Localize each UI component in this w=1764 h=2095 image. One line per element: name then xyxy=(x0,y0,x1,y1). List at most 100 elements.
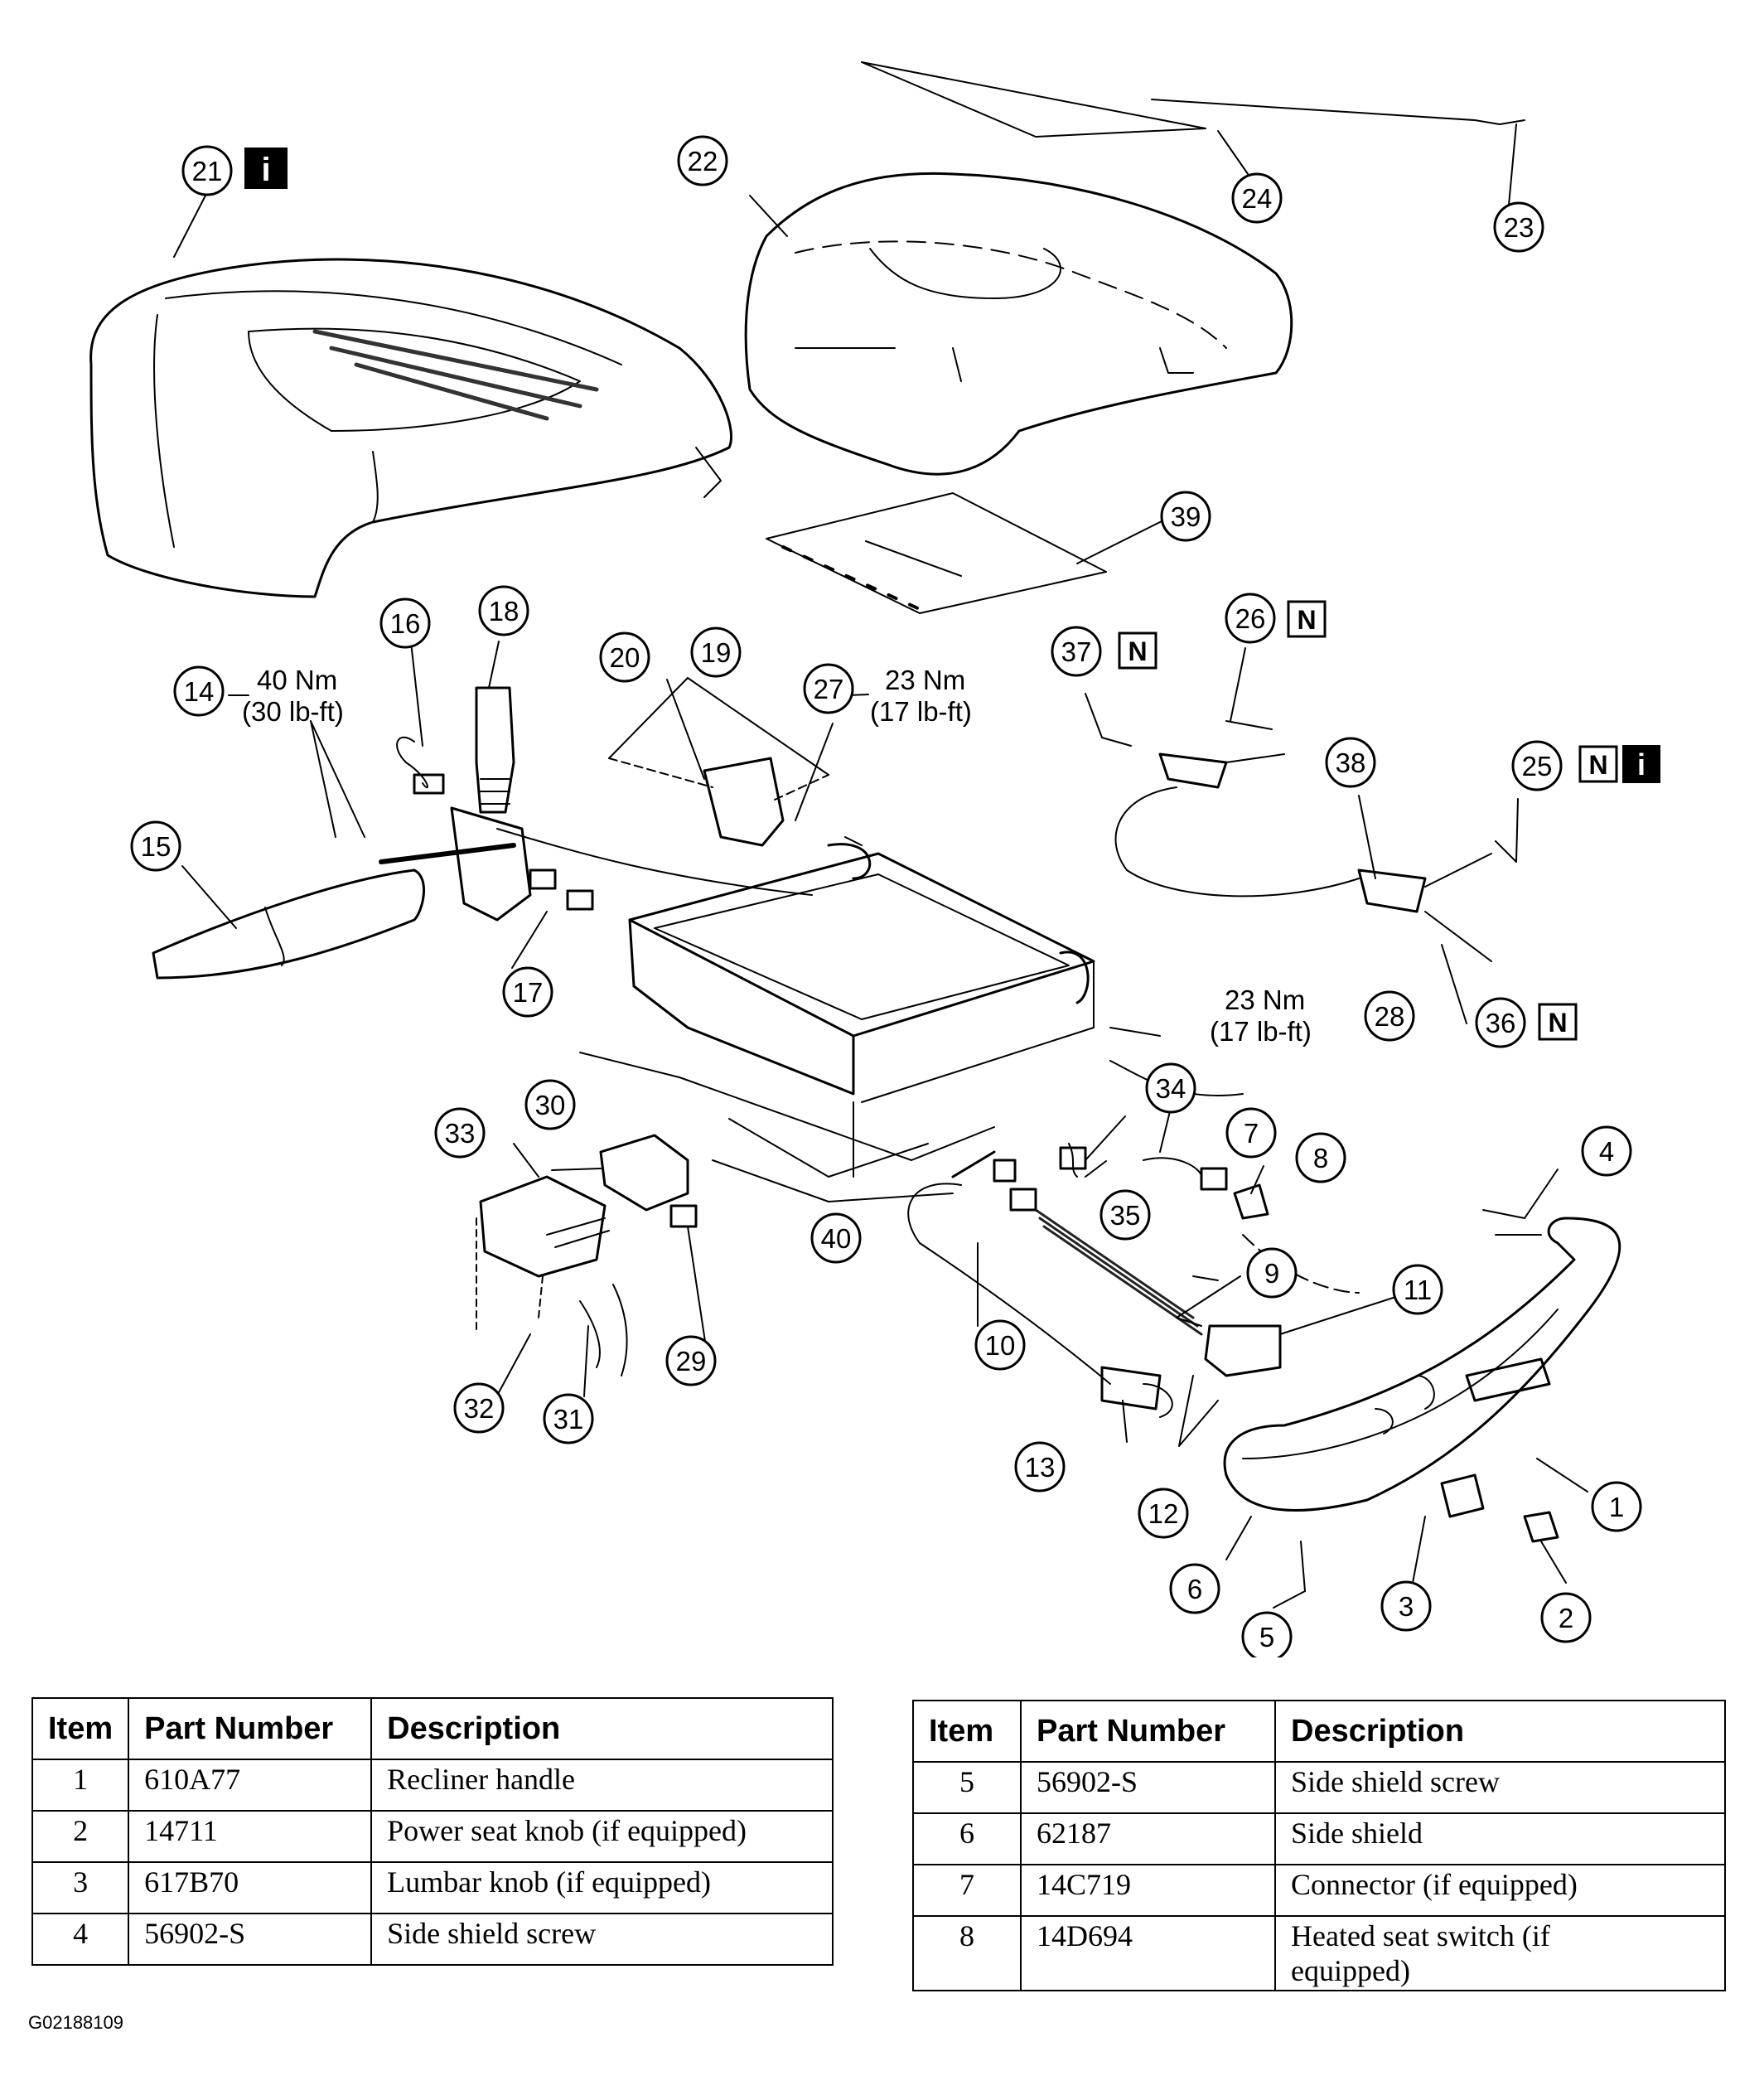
callout-circle-29 xyxy=(665,1335,717,1386)
cell-description: Side shield screw xyxy=(1274,1761,1726,1814)
callout-circle-22 xyxy=(677,135,728,186)
callout-circle-17 xyxy=(502,966,553,1018)
callout-label-20: 20 xyxy=(610,642,640,673)
callout-label-5: 5 xyxy=(1259,1622,1274,1652)
callout-label-23: 23 xyxy=(1504,212,1534,243)
table-row: 3 617B70 Lumbar knob (if equipped) xyxy=(31,1861,834,1914)
callout-circle-4 xyxy=(1581,1125,1632,1177)
torque-28-lbft: (17 lb-ft) xyxy=(1210,1016,1312,1047)
callout-circle-38 xyxy=(1325,737,1376,788)
callout-label-2: 2 xyxy=(1559,1603,1573,1633)
callout-label-39: 39 xyxy=(1171,501,1201,532)
info-badge-25 xyxy=(1622,745,1660,783)
cell-part-number: 56902-S xyxy=(128,1913,373,1966)
seat-cushion-pad xyxy=(744,172,1293,476)
callout-circle-21 xyxy=(181,145,233,196)
cell-item: 7 xyxy=(912,1864,1022,1917)
callout-circle-40 xyxy=(810,1212,862,1264)
callout-label-18: 18 xyxy=(489,596,520,627)
callout-circle-27 xyxy=(803,663,854,714)
callout-circle-34 xyxy=(1145,1062,1196,1114)
latch-cable-assembly xyxy=(1101,720,1517,962)
callout-circle-24 xyxy=(1231,172,1283,224)
seat-cushion-cover xyxy=(89,258,732,598)
callout-circle-32 xyxy=(453,1382,505,1434)
cell-description: Lumbar knob (if equipped) xyxy=(370,1861,834,1914)
callout-label-15: 15 xyxy=(141,831,172,862)
col-header-part-number: Part Number xyxy=(1020,1700,1276,1763)
new-badge-36 xyxy=(1538,1003,1578,1041)
callout-label-6: 6 xyxy=(1187,1574,1202,1604)
callout-circle-13 xyxy=(1014,1441,1066,1493)
cell-description: Connector (if equipped) xyxy=(1274,1864,1726,1917)
cell-description: Recliner handle xyxy=(370,1759,834,1812)
callout-label-30: 30 xyxy=(535,1090,566,1120)
callout-label-35: 35 xyxy=(1110,1200,1141,1231)
new-badge-37 xyxy=(1118,631,1157,670)
callout-circle-10 xyxy=(974,1319,1026,1371)
callout-label-26: 26 xyxy=(1235,603,1266,634)
callout-label-22: 22 xyxy=(688,146,718,177)
callout-circle-39 xyxy=(1160,491,1211,542)
callout-label-31: 31 xyxy=(553,1404,584,1435)
new-badge-26 xyxy=(1287,600,1327,638)
callout-label-1: 1 xyxy=(1609,1492,1624,1522)
callout-label-3: 3 xyxy=(1399,1591,1414,1622)
callout-label-16: 16 xyxy=(390,608,421,639)
callout-label-13: 13 xyxy=(1025,1452,1056,1483)
callout-label-36: 36 xyxy=(1486,1008,1516,1038)
callout-label-17: 17 xyxy=(513,977,544,1008)
table-row: 7 14C719 Connector (if equipped) xyxy=(912,1864,1726,1917)
cell-part-number: 14D694 xyxy=(1020,1915,1276,1991)
cell-item: 8 xyxy=(912,1915,1022,1991)
callout-label-8: 8 xyxy=(1313,1143,1328,1173)
col-header-item: Item xyxy=(31,1697,130,1760)
cell-part-number: 14711 xyxy=(128,1810,373,1863)
table-row: 1 610A77 Recliner handle xyxy=(31,1759,834,1812)
callout-label-25: 25 xyxy=(1522,751,1553,781)
callout-circle-28 xyxy=(1364,990,1415,1042)
table-row: 6 62187 Side shield xyxy=(912,1812,1726,1865)
callout-label-11: 11 xyxy=(1404,1275,1432,1305)
cell-description-line-1: Heated seat switch (if xyxy=(1291,1919,1550,1952)
callout-circle-37 xyxy=(1051,626,1102,677)
callout-label-14: 14 xyxy=(184,676,215,707)
table-row: 5 56902-S Side shield screw xyxy=(912,1761,1726,1814)
side-shield xyxy=(1223,1209,1621,1592)
callout-circle-8 xyxy=(1295,1132,1346,1183)
callout-label-37: 37 xyxy=(1061,636,1092,667)
new-badge-37-text: N xyxy=(1128,636,1147,666)
callout-circle-9 xyxy=(1246,1247,1298,1299)
wiring-harness xyxy=(907,1143,1360,1418)
callout-circle-23 xyxy=(1493,201,1544,253)
callout-label-29: 29 xyxy=(676,1346,707,1377)
torque-27-lbft: (17 lb-ft) xyxy=(870,696,972,727)
callout-circle-2 xyxy=(1540,1592,1592,1643)
callout-circle-36 xyxy=(1475,997,1526,1048)
buckle-bracket xyxy=(608,757,829,847)
cell-part-number: 62187 xyxy=(1020,1812,1276,1865)
callout-circle-30 xyxy=(524,1079,576,1130)
callout-circle-20 xyxy=(599,631,650,683)
table-header-row: Item Part Number Description xyxy=(912,1700,1726,1763)
seat-frame xyxy=(579,836,1244,1202)
callout-circle-15 xyxy=(130,820,181,872)
callout-circle-31 xyxy=(543,1393,594,1444)
cell-part-number: 56902-S xyxy=(1020,1761,1276,1814)
parts-table-left: Item Part Number Description 1 610A77 Re… xyxy=(31,1697,834,1966)
torque-27-nm: 23 Nm xyxy=(885,665,965,695)
cell-description: Side shield xyxy=(1274,1812,1726,1865)
cell-description-line-2: equipped) xyxy=(1291,1954,1410,1987)
callout-label-40: 40 xyxy=(821,1223,852,1254)
callout-circle-5 xyxy=(1241,1611,1293,1657)
seat-belt-buckle xyxy=(379,686,813,922)
callout-circle-16 xyxy=(379,598,431,649)
callout-label-4: 4 xyxy=(1599,1136,1614,1167)
callout-circle-33 xyxy=(434,1107,486,1159)
info-badge-25-text: i xyxy=(1637,748,1646,781)
callout-label-9: 9 xyxy=(1264,1258,1279,1289)
callout-label-24: 24 xyxy=(1242,183,1273,214)
seat-track-panel xyxy=(861,61,1525,138)
